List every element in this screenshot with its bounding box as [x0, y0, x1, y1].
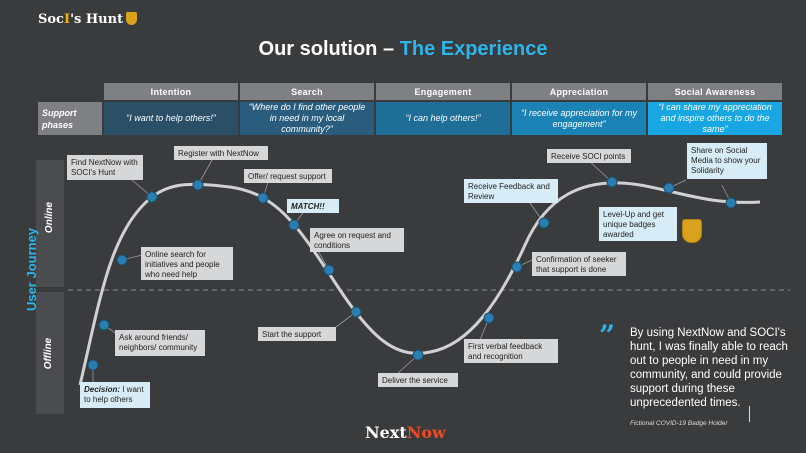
step-decision-text: I want to help others	[84, 385, 144, 404]
phase-cell-engagement: “I can help others!”	[376, 102, 510, 135]
testimonial-source: Fictional COVID-19 Badge Holder	[630, 420, 728, 427]
node-confirmation	[511, 261, 523, 273]
node-level-up	[663, 182, 675, 194]
step-register: Register with NextNow	[174, 146, 268, 160]
node-ask-around	[98, 319, 110, 331]
badge-icon	[126, 12, 138, 25]
step-offer-request: Offer/ request support	[244, 169, 332, 183]
node-receive-points	[606, 176, 618, 188]
step-confirmation: Confirmation of seeker that support is d…	[532, 252, 626, 276]
testimonial-quote: By using NextNow and SOCI's hunt, I was …	[630, 327, 788, 409]
node-share	[725, 197, 737, 209]
nextnow-logo: NextNow	[365, 423, 446, 442]
phase-cell-intention: “I want to help others!”	[104, 102, 238, 135]
step-decision: Decision: I want to help others	[80, 382, 150, 408]
logo-text-accent: I	[63, 12, 71, 27]
title-main: Our solution –	[258, 38, 395, 60]
step-deliver: Deliver the service	[378, 373, 458, 387]
step-online-search: Online search for initiatives and people…	[141, 247, 233, 280]
step-ask-around: Ask around friends/ neighbors/ community	[115, 330, 205, 356]
phase-cell-search: “Where do I find other people in need in…	[240, 102, 374, 135]
phase-header-search: Search	[240, 83, 374, 100]
node-offer-request	[257, 192, 269, 204]
logo-text-pre: Soc	[38, 12, 64, 27]
node-first-feedback	[483, 312, 495, 324]
step-find-nextnow: Find NextNow with SOCI's Hunt	[67, 155, 143, 180]
node-start-support	[350, 306, 362, 318]
quote-icon: ”	[599, 319, 616, 352]
footer-logo-next: Next	[365, 423, 407, 442]
step-match: MATCH!!	[287, 199, 339, 213]
phase-header-engagement: Engagement	[376, 83, 510, 100]
node-find-nextnow	[146, 191, 158, 203]
step-level-up: Level-Up and get unique badges awarded	[599, 207, 677, 241]
title-accent: The Experience	[399, 38, 548, 60]
support-phases-label: Support phases	[38, 102, 102, 135]
support-phases-table: Intention Search Engagement Appreciation…	[36, 81, 784, 137]
phase-cell-appreciation: “I receive appreciation for my engagemen…	[512, 102, 646, 135]
page-title: Our solution – The Experience	[0, 38, 806, 61]
step-agree: Agree on request and conditions	[310, 228, 404, 252]
offline-band	[36, 292, 64, 414]
footer-logo-now: Now	[406, 423, 446, 442]
node-register	[192, 179, 204, 191]
step-first-feedback: First verbal feedback and recognition	[464, 339, 558, 363]
node-deliver	[412, 349, 424, 361]
step-start-support: Start the support	[258, 327, 336, 341]
step-receive-feedback: Receive Feedback and Review	[464, 179, 558, 203]
step-decision-bold: Decision:	[84, 385, 121, 394]
node-receive-feedback	[538, 217, 550, 229]
divider-bar	[749, 406, 750, 422]
socis-hunt-logo: SocI's Hunt	[38, 12, 138, 27]
gold-badge-icon	[682, 219, 702, 243]
step-receive-points: Receive SOCI points	[547, 149, 631, 163]
node-agree	[323, 264, 335, 276]
node-match	[288, 219, 300, 231]
phase-header-intention: Intention	[104, 83, 238, 100]
online-band	[36, 160, 64, 287]
step-share: Share on Social Media to show your Solid…	[687, 143, 767, 179]
phase-cell-social-awareness: “I can share my appreciation and inspire…	[648, 102, 782, 135]
phase-header-social-awareness: Social Awareness	[648, 83, 782, 100]
node-decision	[87, 359, 99, 371]
node-online-search	[116, 254, 128, 266]
phase-header-appreciation: Appreciation	[512, 83, 646, 100]
logo-text-post: 's Hunt	[70, 12, 124, 27]
